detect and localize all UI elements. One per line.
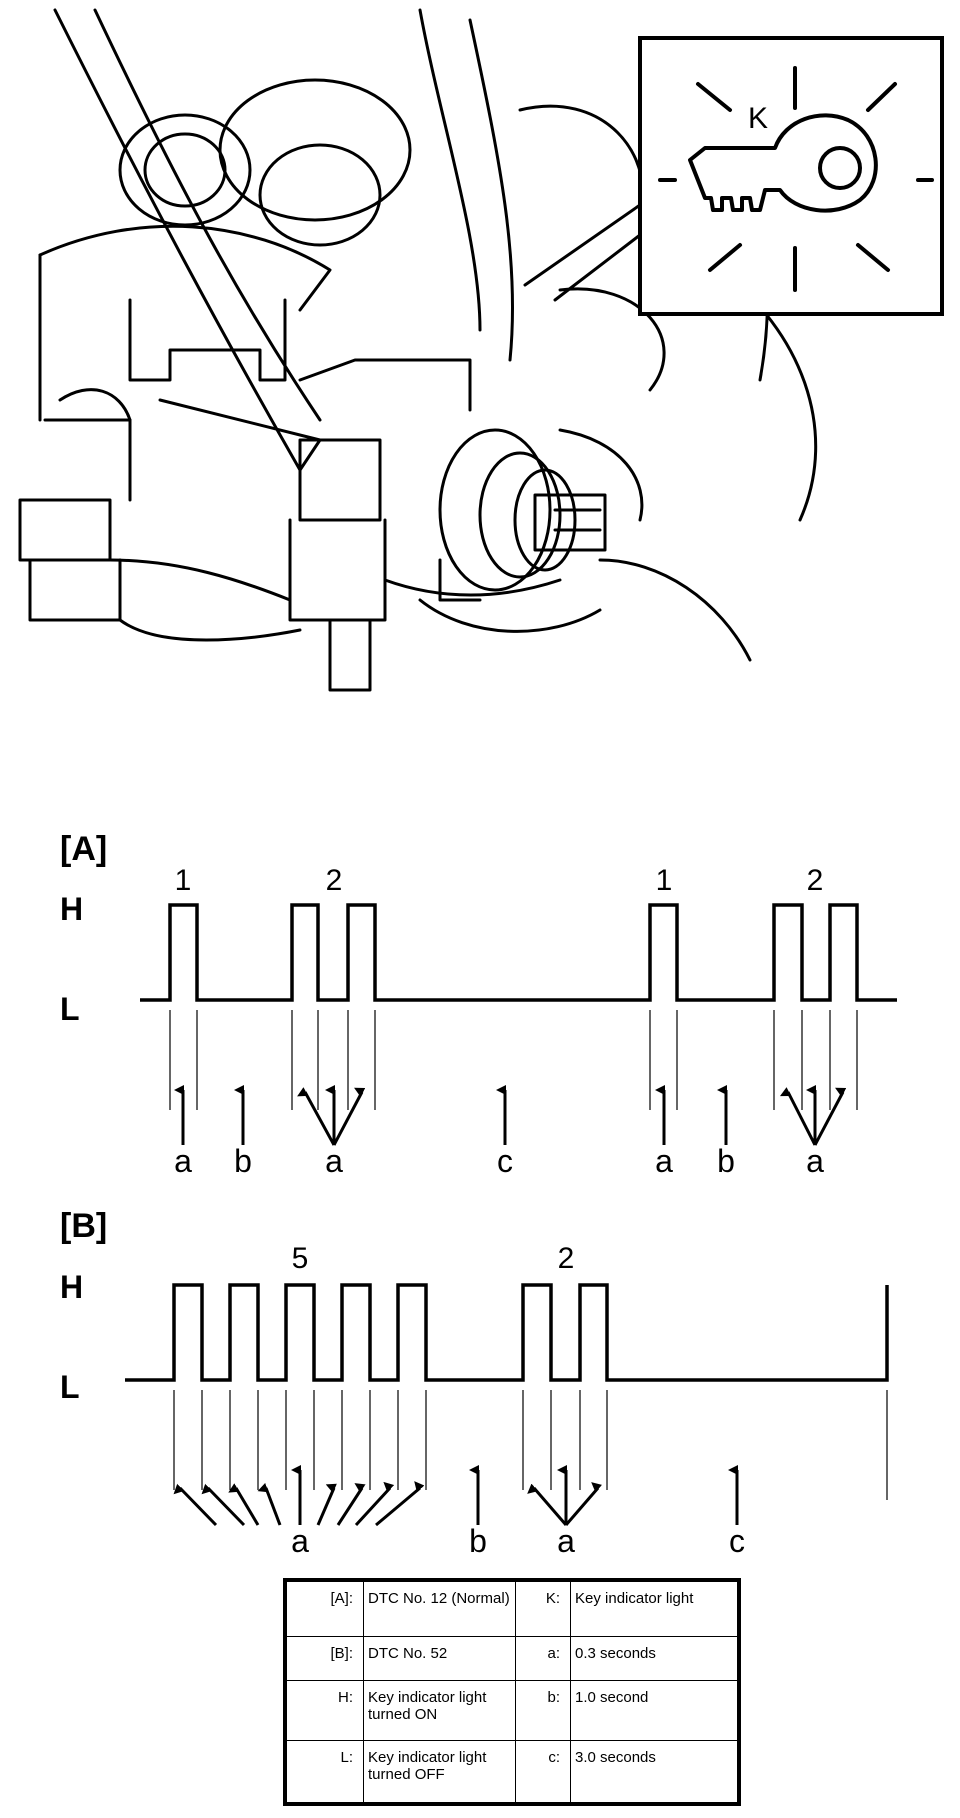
diagram-a-arrow-label-5: a xyxy=(655,1143,673,1179)
diagram-a-arrow-label-1: a xyxy=(174,1143,192,1179)
legend-value: DTC No. 52 xyxy=(363,1636,516,1682)
diagram-a-waveform xyxy=(140,903,897,1002)
callout-letter: K xyxy=(748,102,768,135)
legend-table: [A]: DTC No. 12 (Normal) K: Key indicato… xyxy=(283,1578,741,1806)
legend-value: 1.0 second xyxy=(570,1680,738,1742)
diagram-a-arrow-label-3: a xyxy=(325,1143,343,1179)
diagram-b-label: [B] xyxy=(60,1207,107,1245)
legend-key: H: xyxy=(286,1680,364,1742)
diagram-b-arrow-label-2: b xyxy=(469,1523,487,1559)
diagram-b-h-label: H xyxy=(60,1269,83,1305)
diagram-b-arrow-label-4: c xyxy=(729,1523,745,1559)
diagram-b-count-1: 5 xyxy=(292,1242,309,1275)
legend-row: L: Key indicator light turned OFF c: 3.0… xyxy=(286,1740,738,1803)
diagram-b-arrows xyxy=(173,1465,739,1527)
diagram-a-l-label: L xyxy=(60,991,80,1027)
legend-value: Key indicator light turned ON xyxy=(363,1680,516,1742)
legend-row: [B]: DTC No. 52 a: 0.3 seconds xyxy=(286,1636,738,1682)
diagram-a-arrow-label-6: b xyxy=(717,1143,735,1179)
legend-key: [A]: xyxy=(286,1580,364,1638)
diagram-a-arrows xyxy=(174,1085,847,1146)
legend-value: 3.0 seconds xyxy=(570,1740,738,1803)
diagram-a-arrow-label-4: c xyxy=(497,1143,513,1179)
legend-value: DTC No. 12 (Normal) xyxy=(363,1580,516,1638)
diagram-b-arrow-label-3: a xyxy=(557,1523,575,1559)
diagram-b-l-label: L xyxy=(60,1369,80,1405)
legend-key: [B]: xyxy=(286,1636,364,1682)
diagram-b-arrow-label-1: a xyxy=(291,1523,309,1559)
legend-value: Key indicator light xyxy=(570,1580,738,1638)
legend-key: L: xyxy=(286,1740,364,1803)
legend-key: b: xyxy=(515,1680,571,1742)
key-indicator-callout: K xyxy=(638,36,944,316)
legend-key: a: xyxy=(515,1636,571,1682)
diagram-a-count-3: 1 xyxy=(656,864,673,897)
legend-key: K: xyxy=(515,1580,571,1638)
key-icon xyxy=(688,113,878,213)
light-rays xyxy=(658,66,934,292)
diagram-a-arrow-label-2: b xyxy=(234,1143,252,1179)
legend-value: Key indicator light turned OFF xyxy=(363,1740,516,1803)
diagram-a-markers xyxy=(169,1010,858,1110)
legend-row: [A]: DTC No. 12 (Normal) K: Key indicato… xyxy=(286,1580,738,1638)
timing-diagram-a: [A] H L 1 2 1 2 a b xyxy=(60,830,897,1179)
timing-diagram-b: [B] H L 5 2 xyxy=(60,1207,889,1559)
diagram-b-markers xyxy=(173,1390,888,1500)
diagram-b-count-2: 2 xyxy=(558,1242,575,1275)
diagram-a-count-2: 2 xyxy=(326,864,343,897)
legend-key: c: xyxy=(515,1740,571,1803)
diagram-a-count-4: 2 xyxy=(807,864,824,897)
legend-row: H: Key indicator light turned ON b: 1.0 … xyxy=(286,1680,738,1742)
diagram-a-arrow-label-7: a xyxy=(806,1143,824,1179)
legend-value: 0.3 seconds xyxy=(570,1636,738,1682)
diagram-b-waveform xyxy=(125,1283,889,1382)
diagram-a-h-label: H xyxy=(60,891,83,927)
diagram-a-label: [A] xyxy=(60,830,107,868)
diagram-a-count-1: 1 xyxy=(175,864,192,897)
